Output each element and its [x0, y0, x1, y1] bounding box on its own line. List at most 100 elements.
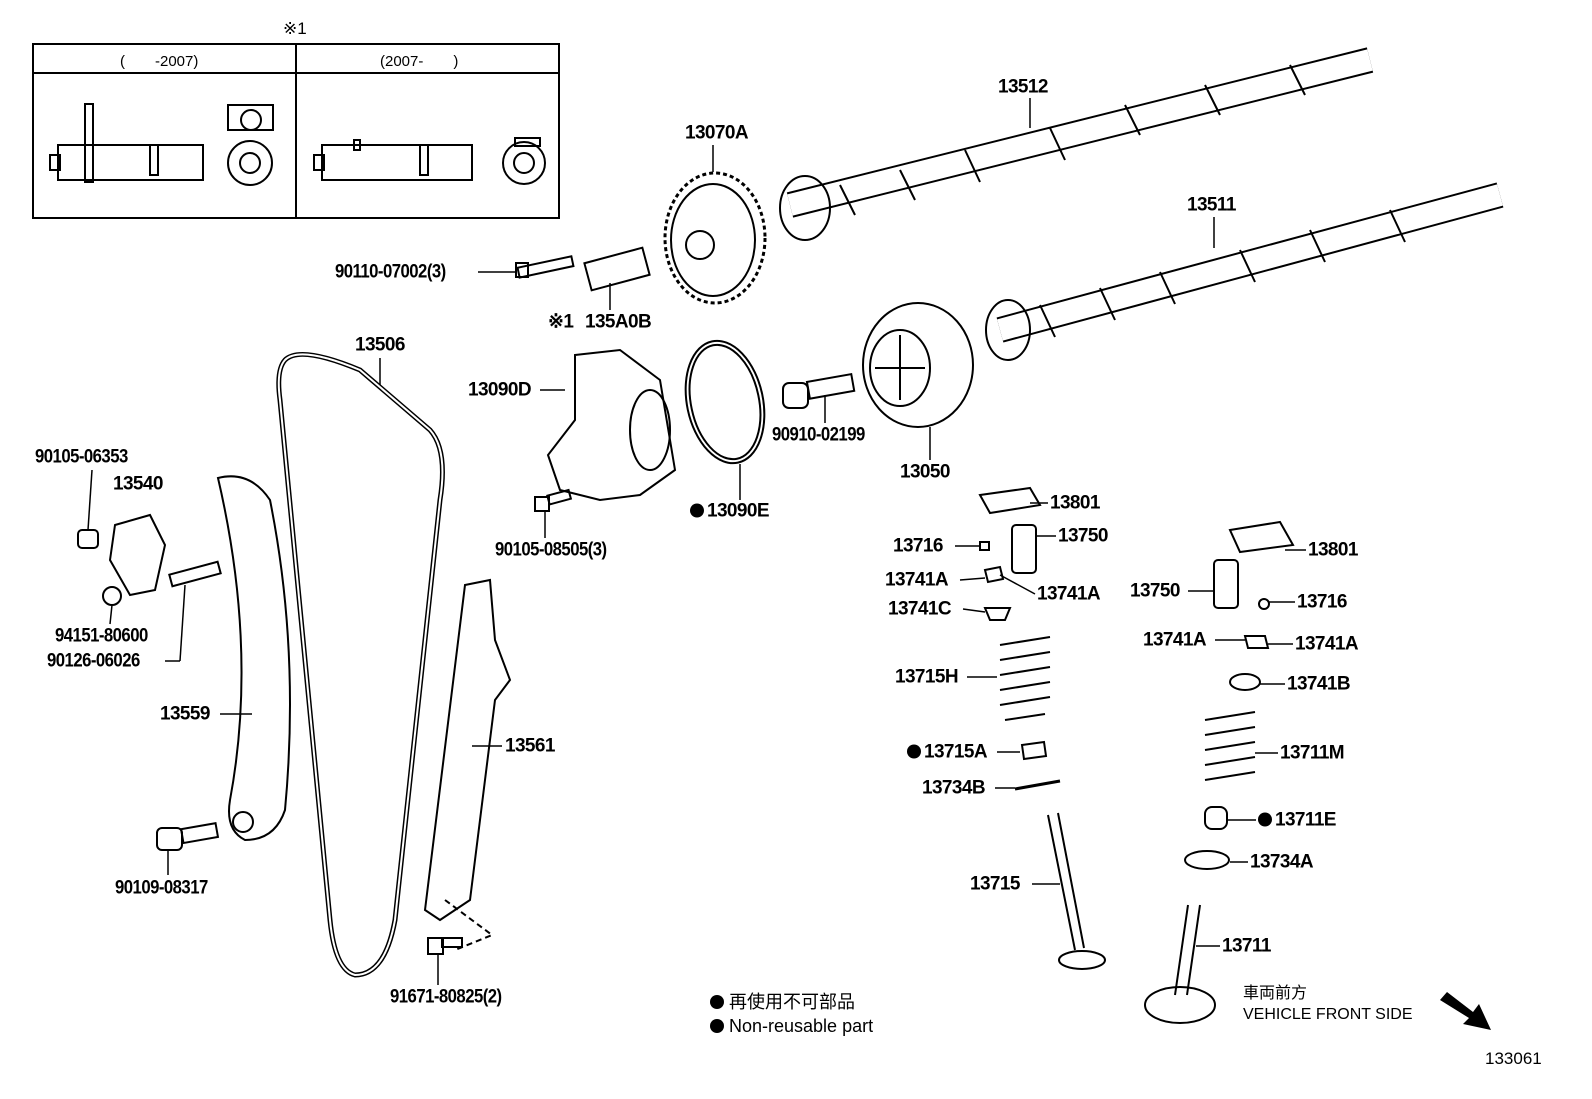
- bolt-90910: [782, 372, 856, 409]
- legend-jp-text: 再使用不可部品: [729, 992, 855, 1012]
- part-label-13711E: 13711E: [1258, 811, 1336, 830]
- part-number-text: 13741A: [885, 569, 949, 591]
- part-label-13734B: 13734B: [922, 777, 986, 799]
- bolt-90105-08505: [534, 488, 573, 512]
- part-label-90110-07002: 90110-07002(3): [335, 263, 446, 282]
- part-number-text: 13559: [160, 703, 210, 725]
- part-number-text: 13734A: [1250, 851, 1314, 873]
- nonreusable-dot-icon: [907, 744, 921, 759]
- inset-header-after-2007: (2007- ): [380, 53, 459, 70]
- nonreusable-dot-icon: [1258, 812, 1272, 827]
- camshaft-13512: [779, 47, 1374, 241]
- part-number-text: 13734B: [922, 777, 986, 799]
- part-number-text: 13716: [893, 535, 943, 557]
- part-label-13711M: 13711M: [1280, 742, 1345, 764]
- part-label-13801a: 13801: [1050, 494, 1100, 513]
- part-number-text: 13711E: [1275, 809, 1336, 831]
- part-label-13741B: 13741B: [1287, 673, 1351, 695]
- part-label-13715: 13715: [970, 875, 1020, 894]
- part-label-91671-80825: 91671-80825(2): [390, 988, 502, 1007]
- part-number-text: 90105-06353: [35, 446, 128, 468]
- valve-train-exhaust: [978, 486, 1106, 970]
- direction-en: VEHICLE FRONT SIDE: [1243, 1006, 1413, 1023]
- part-number-text: 13090D: [468, 379, 532, 401]
- leader-lines: [87, 98, 1306, 985]
- part-number-text: 13750: [1130, 580, 1180, 602]
- part-number-text: 13741A: [1037, 583, 1101, 605]
- camshaft-13511: [985, 182, 1504, 361]
- oil-control-valve-135A0B: [583, 246, 651, 292]
- part-number-text: 13741A: [1295, 633, 1359, 655]
- part-number-text: 13540: [113, 473, 163, 495]
- part-label-13540: 13540: [113, 475, 163, 494]
- part-number-text: 13715A: [924, 741, 988, 763]
- part-label-13741Aa: 13741A: [885, 569, 949, 591]
- part-label-90126-06026: 90126-06026: [47, 652, 140, 671]
- nonreusable-dot-icon: [710, 995, 724, 1009]
- part-label-13715A: 13715A: [907, 741, 988, 763]
- part-number-text: 13511: [1187, 194, 1236, 216]
- bolt-90110: [515, 255, 575, 279]
- part-label-13741C: 13741C: [888, 600, 952, 619]
- part-number-text: 13711: [1222, 935, 1271, 957]
- bolt-90109: [156, 821, 220, 851]
- timing-cover-13090D: [546, 348, 677, 502]
- part-label-13734A: 13734A: [1250, 851, 1314, 873]
- legend-en-text: Non-reusable part: [729, 1016, 874, 1036]
- part-label-13741Ac: 13741A: [1143, 629, 1207, 651]
- part-label-13750b: 13750: [1130, 582, 1180, 601]
- valve-train-intake: [1144, 520, 1295, 1024]
- part-number-text: 13801: [1050, 492, 1100, 514]
- camshaft-timing-gear-13050: [862, 302, 974, 428]
- part-number-text: 13090E: [707, 500, 770, 522]
- part-number-text: 94151-80600: [55, 625, 148, 647]
- part-label-13741Ab: 13741A: [1037, 583, 1101, 605]
- chain-tensioner-13540: [77, 513, 222, 606]
- part-number-text: 90109-08317: [115, 877, 208, 899]
- part-number-text: 13716: [1297, 591, 1347, 613]
- part-label-90105-08505: 90105-08505(3): [495, 541, 607, 560]
- part-number-text: 90105-08505(3): [495, 539, 607, 561]
- arrow-down-right-icon: [1440, 992, 1491, 1030]
- bolt-91671: [427, 937, 463, 955]
- nonreusable-dot-icon: [710, 1019, 724, 1033]
- inset-marker: ※1: [283, 19, 307, 38]
- part-label-13715H: 13715H: [895, 666, 959, 688]
- part-number-text: 135A0B: [585, 311, 652, 333]
- part-label-94151-80600: 94151-80600: [55, 627, 148, 646]
- part-label-13506: 13506: [355, 336, 405, 355]
- chain-tensioner-arm-13559: [216, 475, 291, 842]
- part-label-13559: 13559: [160, 705, 210, 724]
- inset-box: [32, 43, 560, 219]
- part-label-13716a: 13716: [893, 537, 943, 556]
- part-number-text: 13561: [505, 735, 555, 757]
- gasket-13090E: [684, 339, 766, 465]
- timing-chain-13506: [276, 351, 445, 978]
- part-number-text: 13750: [1058, 525, 1108, 547]
- part-label-13741Ad: 13741A: [1295, 633, 1359, 655]
- part-label-135A0B: 135A0B: [585, 311, 652, 333]
- inset-header-before-2007: ( -2007): [120, 53, 199, 70]
- part-label-90109-08317: 90109-08317: [115, 879, 208, 898]
- chain-guide-13561: [423, 578, 512, 951]
- part-number-text: 13715H: [895, 666, 959, 688]
- part-label-13801b: 13801: [1308, 541, 1358, 560]
- part-number-text: 13506: [355, 334, 405, 356]
- part-label-13090E: 13090E: [690, 500, 770, 522]
- part-number-text: 13741B: [1287, 673, 1351, 695]
- part-number-text: 13711M: [1280, 742, 1345, 764]
- part-label-ref1: ※1: [548, 313, 574, 332]
- nonreusable-dot-icon: [690, 503, 704, 518]
- direction-jp: 車両前方: [1243, 985, 1308, 1002]
- part-label-13716b: 13716: [1297, 593, 1347, 612]
- oil-control-valve-old: [49, 103, 274, 186]
- part-number-text: 13741A: [1143, 629, 1207, 651]
- part-number-text: 13512: [998, 76, 1048, 98]
- part-label-13711: 13711: [1222, 937, 1271, 956]
- part-label-13511: 13511: [1187, 196, 1236, 215]
- oil-control-valve-new: [313, 137, 546, 185]
- part-label-90105-06353: 90105-06353: [35, 448, 128, 467]
- part-number-text: 13715: [970, 873, 1020, 895]
